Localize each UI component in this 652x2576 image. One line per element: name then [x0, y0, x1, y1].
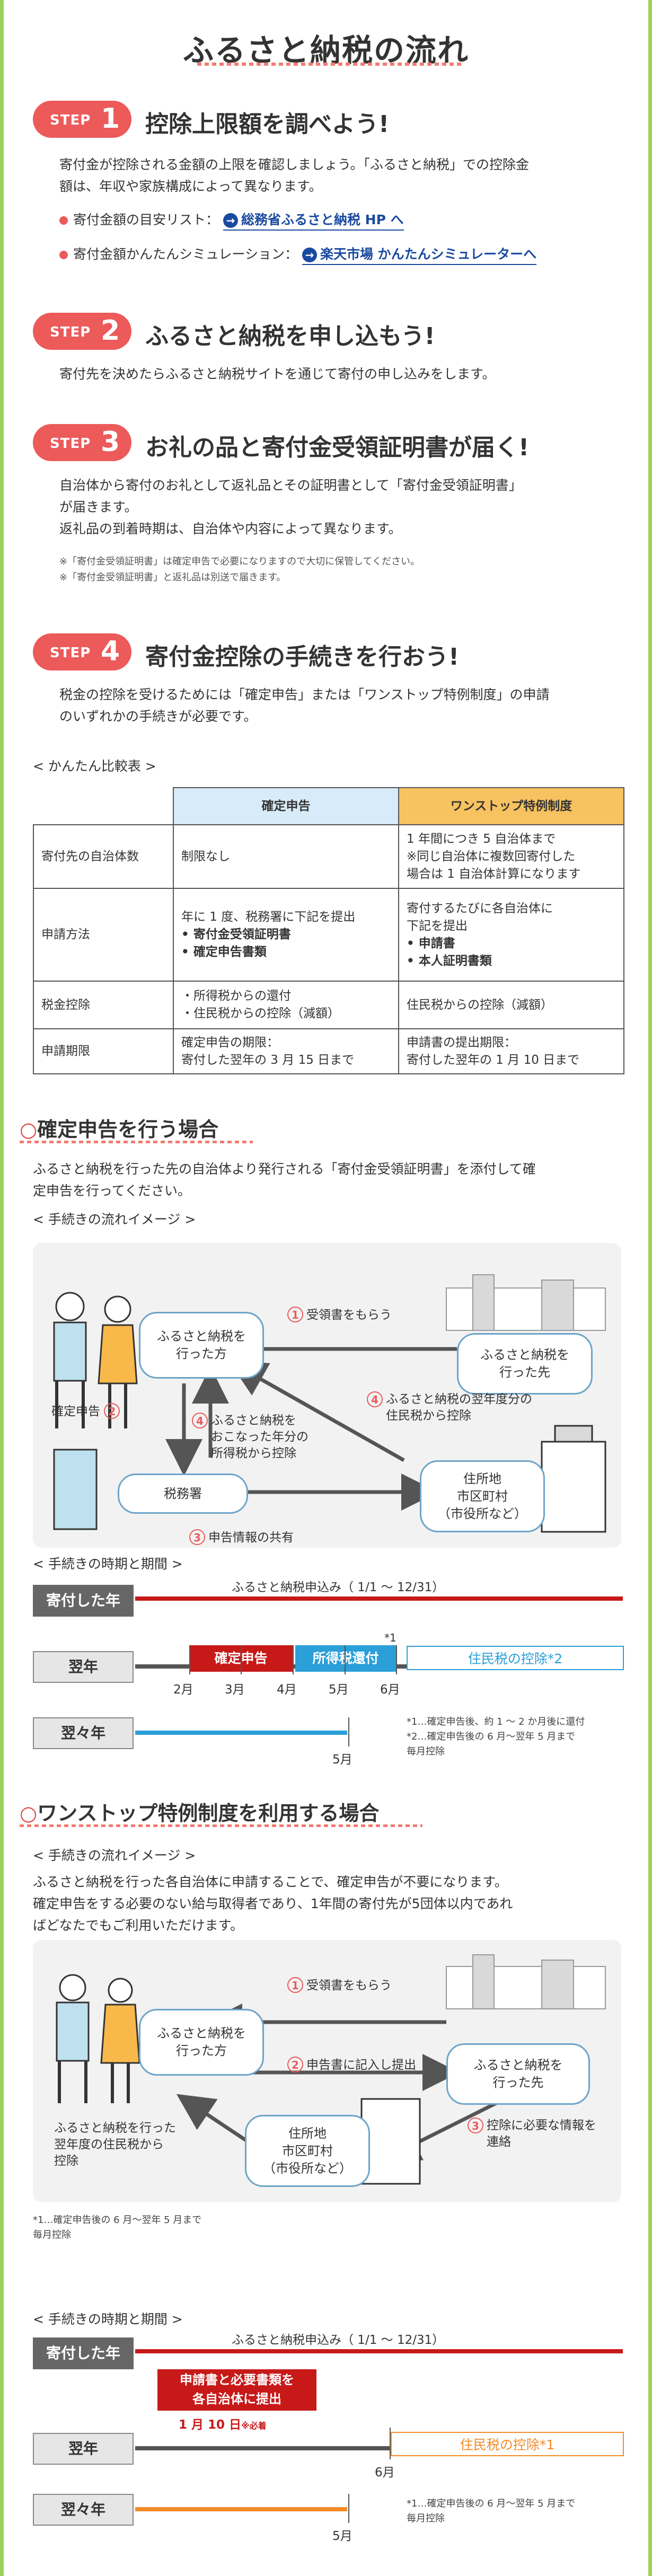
step-title: 控除上限額を調べよう!: [145, 111, 390, 138]
kakutei-timeline-notes: *1…確定申告後、約 1 〜 2 か月後に還付*2…確定申告後の 6 月〜翌年 …: [407, 1716, 585, 1757]
table-row: 税金控除 ・所得税からの還付・住民税からの控除（減額） 住民税からの控除（減額）: [33, 981, 624, 1029]
segment-resident-tax: 住民税の控除*2: [407, 1646, 624, 1670]
apply-label: ふるさと納税申込み（ 1/1 〜 12/31）: [226, 2330, 450, 2348]
step-3-notes: ※「寄付金受領証明書」は確定申告で必要になりますので大切に保管してください。※「…: [59, 556, 420, 583]
onestop-period-caption: < 手続きの時期と期間 >: [33, 2312, 183, 2327]
row-year-after-next: 翌々年: [33, 1717, 134, 1749]
row-donation-year: 寄付した年: [33, 1585, 134, 1617]
rakuten-simulator-link[interactable]: →楽天市場 かんたんシミュレーターへ: [302, 244, 537, 265]
bullet-icon: [59, 216, 68, 225]
col-header-onestop: ワンストップ特例制度: [398, 787, 624, 825]
row-next-year: 翌年: [33, 2433, 134, 2465]
row-donation-year: 寄付した年: [33, 2337, 134, 2369]
section-underline: [20, 1141, 253, 1143]
node-destination: ふるさと納税を 行った先: [446, 2043, 590, 2105]
node-tax-office: 税務署: [118, 1474, 248, 1514]
node-city-hall: 住所地 市区町村 （市役所など）: [245, 2115, 370, 2187]
page-title: ふるさと納税の流れ: [182, 32, 469, 68]
table-row: 寄付先の自治体数 制限なし 1 年間につき 5 自治体まで※同じ自治体に複数回寄…: [33, 824, 624, 889]
step-4-text: 税金の控除を受けるためには「確定申告」または「ワンストップ特例制度」の申請のいず…: [59, 687, 550, 724]
segment-resident-tax: 住民税の控除*1: [391, 2432, 624, 2456]
col-header-kakutei: 確定申告: [173, 787, 399, 825]
onestop-flow-diagram: ふるさと納税を 行った方 ふるさと納税を 行った先 住所地 市区町村 （市役所な…: [33, 1940, 621, 2202]
bullet-icon: [59, 251, 68, 259]
arrow-right-icon: →: [302, 248, 317, 262]
section-underline: [20, 1824, 422, 1827]
kakutei-period-caption: < 手続きの時期と期間 >: [33, 1556, 183, 1572]
row-year-after-next: 翌々年: [33, 2494, 134, 2526]
step-title: ふるさと納税を申し込もう!: [145, 323, 435, 350]
label-4: ふるさと納税を行った 翌年度の住民税から 控除: [54, 2121, 176, 2168]
bullet-simulation-link: 寄付金額かんたんシミュレーション： →楽天市場 かんたんシミュレーターへ: [59, 244, 537, 265]
label-2: 確定申告 2: [51, 1403, 123, 1420]
kakutei-text: ふるさと納税を行った先の自治体より発行される「寄付金受領証明書」を添付して確定申…: [33, 1161, 536, 1198]
comparison-table: 確定申告 ワンストップ特例制度 寄付先の自治体数 制限なし 1 年間につき 5 …: [33, 787, 624, 1074]
table-row: 申請期限 確定申告の期限：寄付した翌年の 3 月 15 日まで 申請書の提出期限…: [33, 1028, 624, 1074]
onestop-text: ふるさと納税を行った各自治体に申請することで、確定申告が不要になります。確定申告…: [33, 1874, 513, 1933]
apply-bar: [135, 1596, 623, 1601]
arrow-right-icon: →: [223, 213, 238, 228]
bullet-list-link: 寄付金額の目安リスト： →総務省ふるさと納税 HP へ: [59, 209, 404, 231]
onestop-flow-caption: < 手続きの流れイメージ >: [33, 1848, 196, 1863]
table-row: 申請方法 年に 1 度、税務署に下記を提出• 寄付金受領証明書• 確定申告書類 …: [33, 888, 624, 982]
kakutei-section-title: ○確定申告を行う場合: [20, 1118, 219, 1141]
compare-caption: < かんたん比較表 >: [33, 758, 156, 774]
flow-arrows: [53, 1274, 606, 1533]
apply-label: ふるさと納税申込み（ 1/1 〜 12/31）: [226, 1577, 450, 1595]
segment-refund: 所得税還付: [295, 1645, 396, 1672]
node-destination: ふるさと納税を 行った先: [457, 1333, 593, 1395]
node-donor: ふるさと納税を 行った方: [139, 1312, 264, 1379]
step-1-text: 寄付金が控除される金額の上限を確認しましょう。「ふるさと納税」での控除金額は、年…: [59, 157, 530, 194]
soumu-link[interactable]: →総務省ふるさと納税 HP へ: [223, 209, 404, 231]
node-donor: ふるさと納税を 行った方: [139, 2009, 264, 2076]
segment-onestop-apply: 申請書と必要書類を 各自治体に提出: [157, 2369, 316, 2411]
kakutei-flow-diagram: ふるさと納税を 行った方 ふるさと納税を 行った先 税務署 住所地 市区町村 （…: [33, 1243, 621, 1548]
step-2-text: 寄付先を決めたらふるさと納税サイトを通じて寄付の申し込みをします。: [59, 366, 496, 382]
step-title: 寄付金控除の手続きを行おう!: [145, 643, 460, 671]
node-city-hall: 住所地 市区町村 （市役所など）: [420, 1460, 545, 1532]
kakutei-flow-caption: < 手続きの流れイメージ >: [33, 1212, 196, 1227]
step-3-text: 自治体から寄付のお礼として返礼品とその証明書として「寄付金受領証明書」が届きます…: [59, 478, 522, 536]
onestop-notes: *1…確定申告後の 6 月〜翌年 5 月まで 毎月控除: [33, 2215, 202, 2240]
title-underline: [197, 63, 462, 66]
onestop-section-title: ○ワンストップ特例制度を利用する場合: [20, 1802, 380, 1825]
step-title: お礼の品と寄付金受領証明書が届く!: [145, 434, 530, 461]
row-next-year: 翌年: [33, 1651, 134, 1683]
